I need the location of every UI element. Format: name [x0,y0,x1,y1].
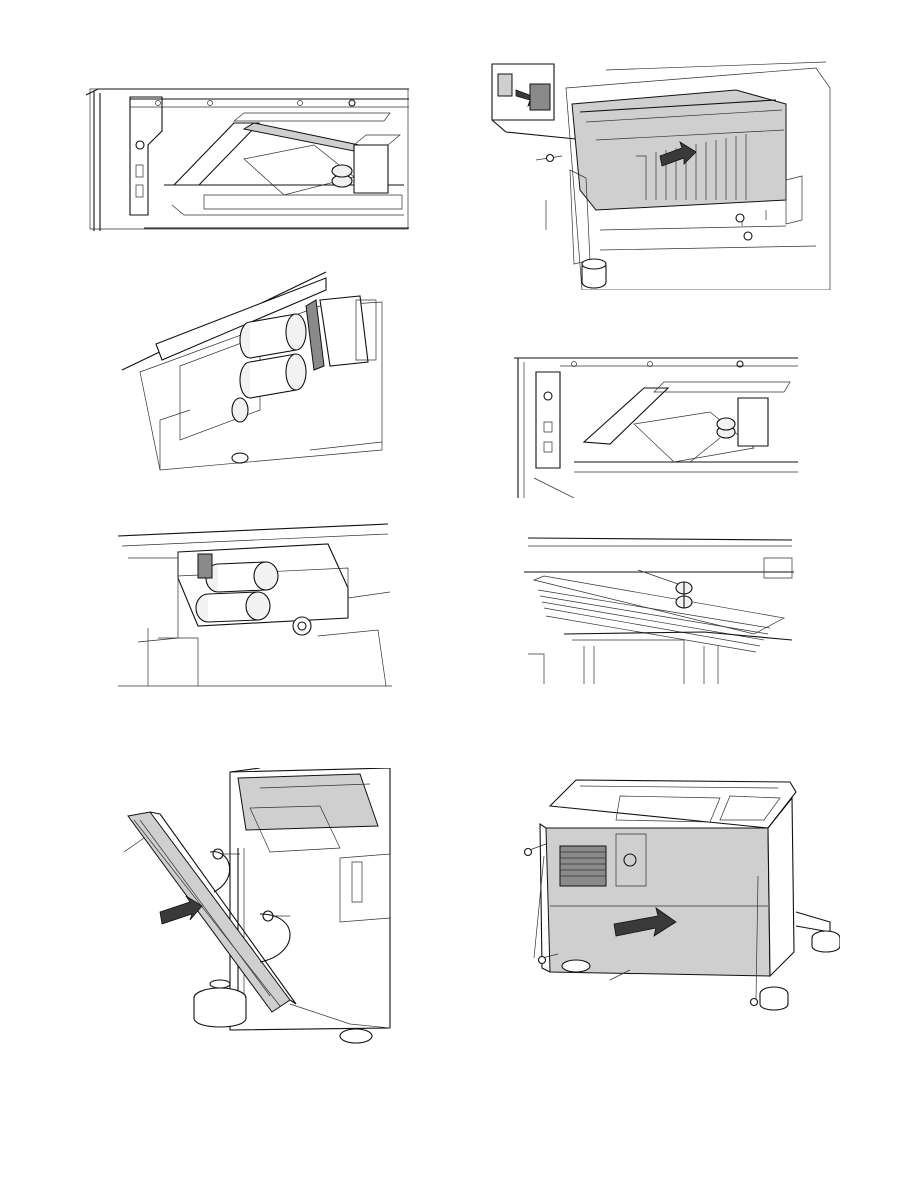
figure-paper-feed-unit-removal [486,60,834,290]
tray-frame-roller-illustration [514,352,800,498]
figure-feed-rollers-closeup [120,270,392,480]
figure-transport-roller [524,536,794,684]
tray-frame-top-illustration [84,85,414,233]
paper-feed-unit-removal-illustration [486,60,834,290]
feed-rollers-closeup-illustration [120,270,392,480]
feed-roller-assembly-illustration [118,518,392,688]
figure-feed-roller-assembly [118,518,392,688]
figure-tray-frame-top [84,85,414,233]
front-cover-removal-illustration [520,776,840,1016]
figure-front-cover-removal [520,776,840,1016]
figure-tray-frame-roller [514,352,800,498]
transport-roller-illustration [524,536,794,684]
side-cover-removal-illustration [120,768,392,1048]
figure-side-cover-removal [120,768,392,1048]
